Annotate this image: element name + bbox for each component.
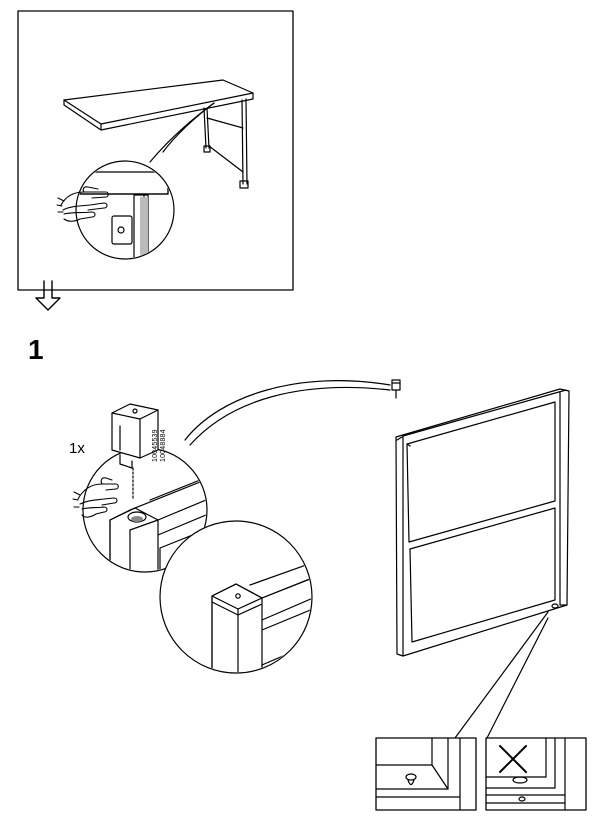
plastic-cap — [111, 403, 159, 469]
cap-location-marker — [391, 379, 401, 399]
screen-frame — [395, 388, 570, 657]
wrong-orientation-detail — [485, 737, 587, 811]
arrow-down-icon — [35, 280, 61, 311]
base-connector — [454, 611, 549, 739]
part-number-label: 10045539 10048884 — [152, 429, 168, 462]
previous-step-panel — [17, 10, 294, 291]
step-number: 1 — [28, 334, 44, 365]
table-top — [63, 79, 254, 131]
hand-pointing-icon — [56, 186, 109, 222]
cap-installed-detail — [159, 520, 313, 674]
part-number-1: 10045539 — [152, 429, 159, 462]
cap-insertion-detail — [72, 403, 208, 573]
cross-icon — [499, 745, 527, 773]
detail-zoom-circle — [75, 160, 175, 260]
correct-orientation-detail — [375, 737, 477, 811]
hand-pointing-icon — [72, 477, 119, 518]
detail-connector — [184, 380, 391, 441]
part-quantity: 1x — [69, 440, 85, 457]
part-number-2: 10048884 — [160, 429, 167, 462]
table-leg-frame — [203, 98, 249, 189]
